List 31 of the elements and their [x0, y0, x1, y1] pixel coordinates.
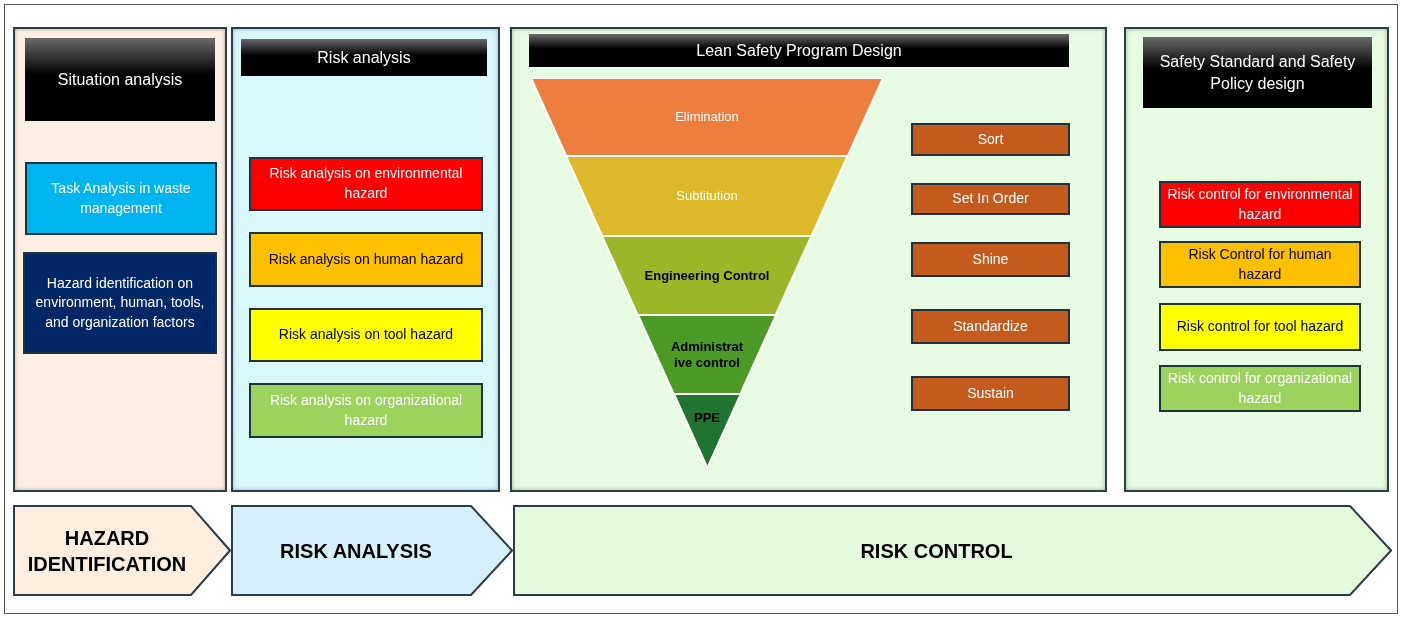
stage-label: HAZARD IDENTIFICATION — [26, 525, 188, 577]
layer-label: Elimination — [674, 108, 740, 126]
header-bar: Safety Standard and Safety Policy design — [1143, 37, 1372, 108]
process-box: Risk control for organizational hazard — [1159, 365, 1361, 412]
header-bar: Situation analysis — [25, 38, 215, 121]
panel — [231, 27, 500, 492]
layer-label: Engineering Control — [643, 267, 771, 284]
process-box: Risk analysis on tool hazard — [249, 308, 483, 362]
header-bar: Lean Safety Program Design — [529, 34, 1069, 67]
panel — [13, 27, 227, 492]
process-box: Risk analysis on organizational hazard — [249, 383, 483, 438]
process-box: Set In Order — [911, 183, 1070, 215]
stage-label: RISK ANALYSIS — [279, 538, 433, 564]
layer-label: Subtitution — [675, 187, 739, 205]
stage-label: RISK CONTROL — [859, 538, 1014, 564]
process-box: Risk control for tool hazard — [1159, 303, 1361, 351]
process-box: Standardize — [911, 309, 1070, 344]
process-box: Sort — [911, 123, 1070, 156]
process-box: Sustain — [911, 376, 1070, 411]
process-box: Risk analysis on human hazard — [249, 232, 483, 287]
process-box: Risk analysis on environmental hazard — [249, 157, 483, 211]
process-box: Risk Control for human hazard — [1159, 241, 1361, 288]
panel — [1124, 27, 1389, 492]
process-box: Hazard identification on environment, human, tools, and organization factors — [23, 252, 217, 354]
layer-label: Administrative control — [669, 338, 745, 371]
layer-label: PPE — [692, 409, 721, 426]
process-box: Task Analysis in waste management — [25, 162, 217, 235]
panel — [510, 27, 1107, 492]
header-bar: Risk analysis — [241, 39, 487, 76]
process-box: Shine — [911, 242, 1070, 277]
process-box: Risk control for environmental hazard — [1159, 181, 1361, 228]
